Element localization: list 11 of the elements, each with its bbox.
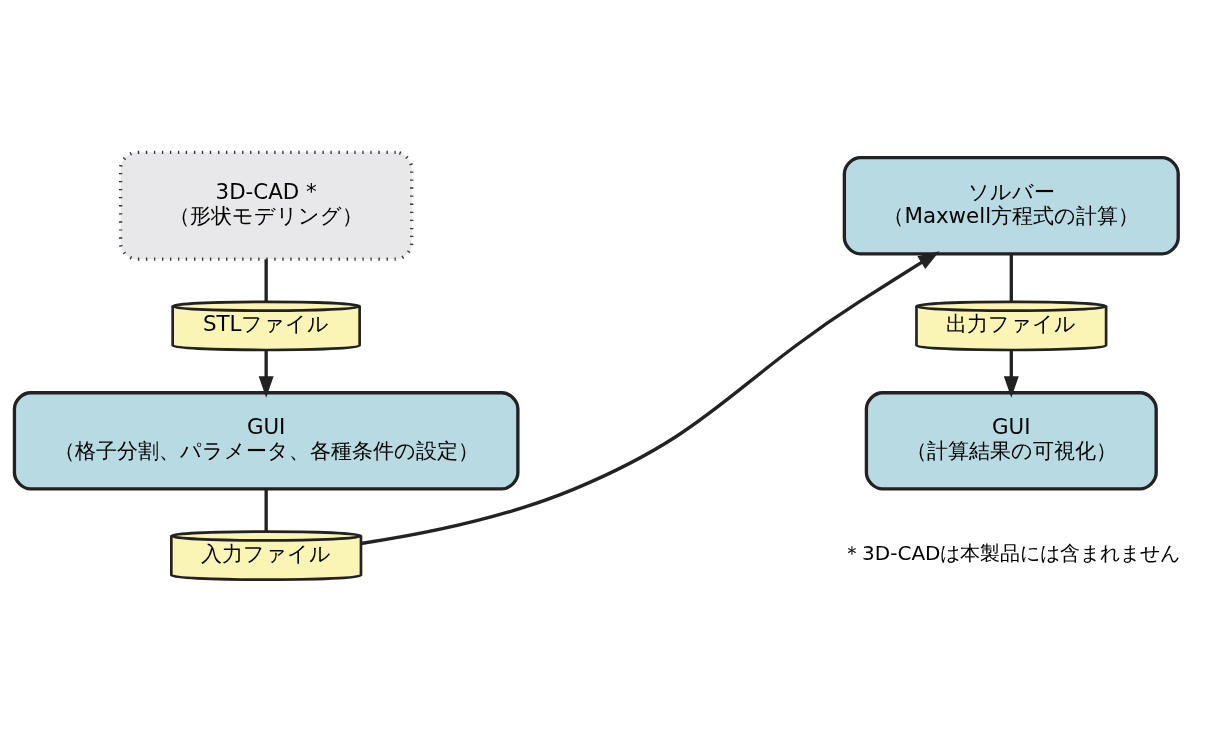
node-box: GUI （計算結果の可視化） — [864, 390, 1158, 491]
node-box: ソルバー （Maxwell方程式の計算） — [842, 155, 1180, 255]
node-box: GUI （格子分割、パラメータ、各種条件の設定） — [12, 390, 520, 491]
arrow — [360, 250, 940, 545]
connector — [1009, 253, 1013, 302]
label: ＊3D-CADは本製品には含まれません — [842, 540, 1181, 565]
connector — [264, 258, 268, 301]
connector — [264, 488, 268, 531]
node-box: 3D-CAD * （形状モデリング） — [118, 150, 414, 261]
arrow — [1003, 350, 1019, 398]
arrow — [258, 350, 274, 398]
